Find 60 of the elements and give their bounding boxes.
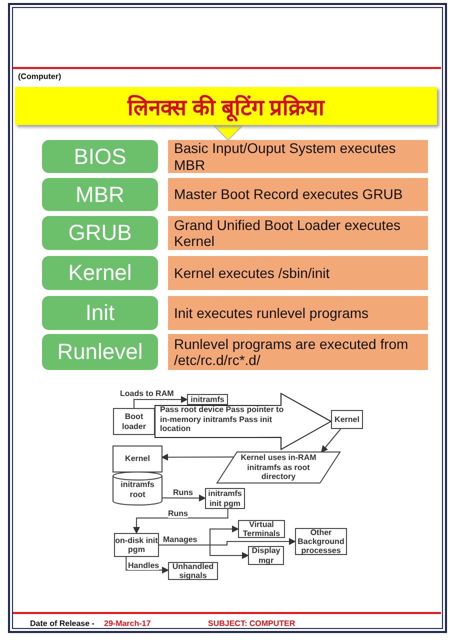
edge-label: Runs bbox=[168, 509, 188, 518]
step-box bbox=[42, 216, 158, 250]
arrow bbox=[161, 454, 234, 461]
edge-label: Handles bbox=[128, 561, 160, 570]
node-text: Kernel bbox=[124, 454, 151, 464]
node-text: MBR bbox=[76, 182, 124, 208]
title-banner bbox=[15, 87, 437, 125]
node-text: Other Background processes bbox=[296, 528, 346, 556]
edge-label: Manages bbox=[163, 535, 198, 544]
description-box bbox=[168, 296, 428, 330]
node-text: GRUB bbox=[68, 220, 132, 246]
description-box bbox=[168, 216, 428, 250]
arrow bbox=[134, 396, 188, 408]
step-box bbox=[42, 256, 158, 290]
description-box bbox=[168, 178, 428, 211]
process-box bbox=[331, 410, 363, 429]
node-text: Init executes runlevel programs bbox=[174, 304, 369, 322]
node-text: initramfs bbox=[190, 394, 224, 404]
step-box bbox=[42, 140, 158, 173]
step-box bbox=[42, 334, 158, 370]
description-box bbox=[168, 256, 428, 290]
process-box bbox=[238, 520, 285, 538]
arrow bbox=[162, 494, 206, 502]
arrow bbox=[133, 508, 228, 534]
release-date: Date of Release - bbox=[30, 619, 94, 628]
node-text: initramfs root bbox=[120, 480, 156, 500]
node-text: Init bbox=[85, 300, 115, 326]
node-text: Virtual Terminals bbox=[242, 520, 282, 538]
block-arrow bbox=[212, 124, 244, 141]
node-text: Master Boot Record executes GRUB bbox=[174, 186, 403, 203]
subject-label: SUBJECT: COMPUTER bbox=[208, 619, 296, 628]
process-box bbox=[187, 394, 228, 405]
node-text: Kernel bbox=[334, 414, 360, 424]
arrow bbox=[320, 428, 342, 453]
edge-label: Runs bbox=[173, 488, 193, 498]
process-box bbox=[113, 408, 155, 435]
step-box bbox=[42, 178, 158, 211]
node-text: on-disk init pgm bbox=[115, 536, 158, 554]
node-text: Basic Input/Ouput System executes MBR bbox=[174, 140, 397, 173]
arrow bbox=[126, 556, 169, 574]
node-text: Display mgr bbox=[250, 546, 282, 565]
node-text: BIOS bbox=[74, 144, 126, 170]
process-box bbox=[168, 562, 218, 580]
node-text: Unhandled signals bbox=[171, 562, 215, 580]
node-text: Runlevel programs are executed from /etc/rc.d/rc*.d/ bbox=[174, 336, 410, 368]
edge-label: Loads to RAM bbox=[120, 389, 174, 398]
step-box bbox=[42, 296, 158, 330]
block-arrow bbox=[154, 392, 332, 450]
node-text: Kernel executes /sbin/init bbox=[174, 264, 330, 282]
node-text: Runlevel bbox=[57, 339, 143, 365]
description-box bbox=[168, 334, 428, 370]
node-text: Kernel uses in-RAM initramfs as root directory bbox=[240, 453, 318, 482]
edge-label: Pass root device Pass pointer to in-memory initramfs Pass init location bbox=[160, 405, 285, 434]
node-text: लिनक्स की बूटिंग प्रक्रिया bbox=[127, 94, 325, 121]
storage-cylinder bbox=[113, 446, 162, 505]
node-text: Boot loader bbox=[120, 412, 147, 431]
node-text: Kernel bbox=[68, 260, 132, 286]
node-text: Grand Unified Boot Loader executes Kernel bbox=[174, 216, 402, 250]
node-text: initramfs init pgm bbox=[207, 489, 243, 508]
release-date: 29-March-17 bbox=[104, 619, 151, 628]
